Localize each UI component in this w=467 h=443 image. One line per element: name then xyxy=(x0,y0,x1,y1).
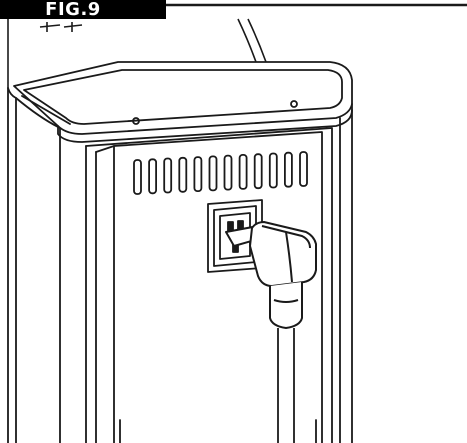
vent-slot xyxy=(178,156,188,193)
vent-slot xyxy=(268,152,278,189)
power-plug xyxy=(225,221,317,329)
vent-slot xyxy=(238,153,248,190)
vent-slot xyxy=(163,157,173,194)
vent-slot xyxy=(193,156,203,193)
vent-slot xyxy=(223,154,233,191)
power-cord xyxy=(277,328,295,443)
figure-label: FIG.9 xyxy=(45,0,101,20)
vent-slot xyxy=(299,151,308,187)
screw-left xyxy=(132,117,140,125)
vent-slot xyxy=(283,151,293,188)
vent-slot xyxy=(133,159,142,195)
upper-top-cover xyxy=(7,18,267,88)
vent-slot xyxy=(148,158,158,195)
device-housing xyxy=(7,61,353,443)
vent-slot xyxy=(208,155,218,192)
vent-slot xyxy=(253,153,263,190)
figure-label-box: FIG.9 xyxy=(0,0,166,19)
screw-right xyxy=(290,100,298,108)
ventilation-slots xyxy=(133,151,308,195)
